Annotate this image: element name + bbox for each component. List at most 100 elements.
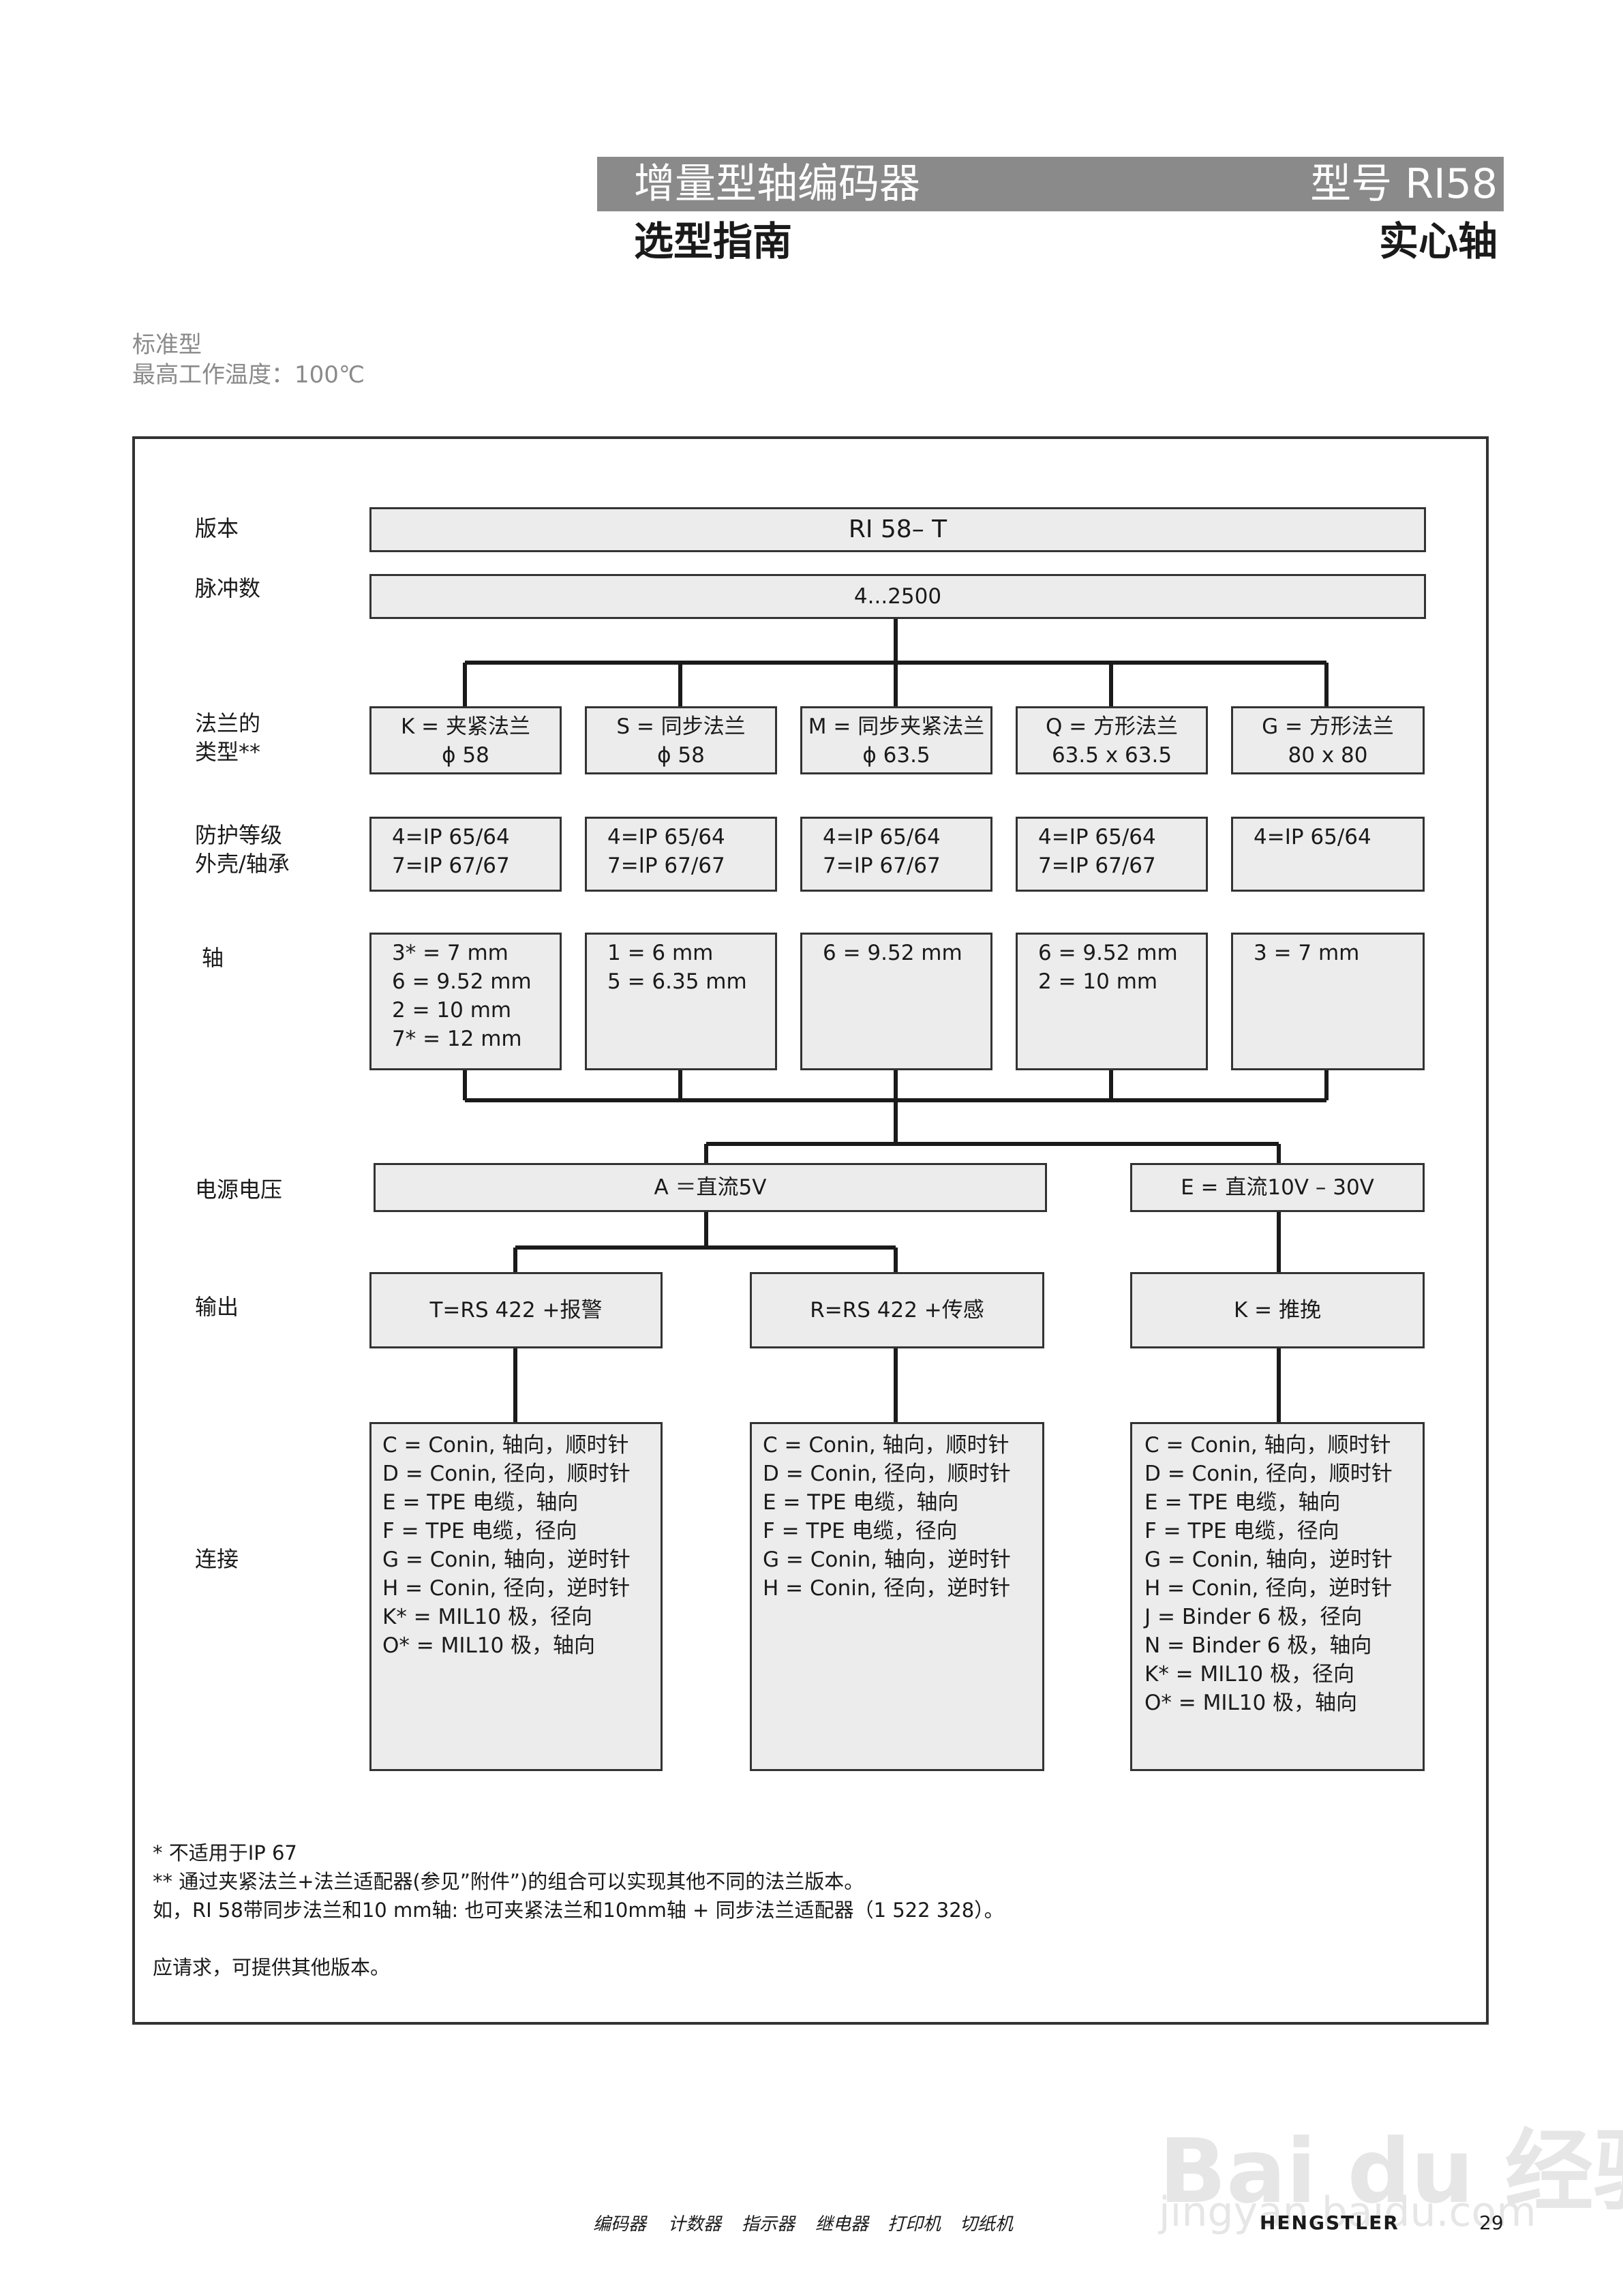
intro-standard: 标准型 — [132, 331, 202, 359]
protection-3-line1: 4=IP 65/64 — [823, 825, 941, 849]
pulses-value: 4...2500 — [853, 584, 942, 609]
connection-1-line2: D = Conin, 径向，顺时针 — [382, 1462, 631, 1486]
connection-1-line8: O* = MIL10 极，轴向 — [382, 1633, 596, 1658]
label-flange-2: 类型** — [195, 739, 261, 765]
shaft-box-2: 1 = 6 mm 5 = 6.35 mm — [585, 933, 777, 1070]
protection-5-line1: 4=IP 65/64 — [1254, 825, 1371, 849]
note-ip67: * 不适用于IP 67 — [153, 1841, 297, 1864]
protection-box-2: 4=IP 65/64 7=IP 67/67 — [585, 817, 777, 892]
version-box: RI 58– T — [369, 507, 1426, 552]
flange-g-size: 80 x 80 — [1288, 743, 1368, 768]
footer-product-1: 编码器 — [593, 2214, 647, 2235]
note-example: 如，RI 58带同步法兰和10 mm轴: 也可夹紧法兰和10mm轴 + 同步法兰… — [153, 1899, 1004, 1922]
flange-g-name: G = 方形法兰 — [1262, 714, 1394, 739]
connection-2-line3: E = TPE 电缆，轴向 — [763, 1490, 959, 1515]
label-version: 版本 — [195, 515, 239, 541]
flange-k-name: K = 夹紧法兰 — [400, 714, 530, 739]
protection-2-line2: 7=IP 67/67 — [607, 854, 725, 878]
flange-box-s: S = 同步法兰 ϕ 58 — [585, 706, 777, 774]
protection-4-line2: 7=IP 67/67 — [1038, 854, 1156, 878]
footer-product-4: 继电器 — [815, 2214, 869, 2235]
output-k-value: K = 推挽 — [1233, 1298, 1321, 1323]
protection-box-4: 4=IP 65/64 7=IP 67/67 — [1016, 817, 1208, 892]
baidu-watermark-logo: Bai du 经验 — [1159, 2119, 1623, 2223]
shaft-4-line2: 2 = 10 mm — [1038, 969, 1158, 994]
label-connection: 连接 — [195, 1546, 239, 1572]
connection-2-line2: D = Conin, 径向，顺时针 — [763, 1462, 1011, 1486]
label-protection-1: 防护等级 — [195, 822, 283, 848]
connection-3-line2: D = Conin, 径向，顺时针 — [1144, 1462, 1393, 1486]
shaft-box-5: 3 = 7 mm — [1231, 933, 1425, 1070]
connection-3-line9: K* = MIL10 极，径向 — [1144, 1662, 1354, 1687]
label-output: 输出 — [195, 1294, 239, 1320]
connection-box-3: C = Conin, 轴向，顺时针 D = Conin, 径向，顺时针 E = … — [1130, 1422, 1425, 1771]
label-shaft: 轴 — [202, 945, 224, 971]
connection-3-line4: F = TPE 电缆，径向 — [1144, 1519, 1339, 1543]
protection-box-3: 4=IP 65/64 7=IP 67/67 — [800, 817, 992, 892]
connection-box-1: C = Conin, 轴向，顺时针 D = Conin, 径向，顺时针 E = … — [369, 1422, 663, 1771]
connection-3-line6: H = Conin, 径向，逆时针 — [1144, 1576, 1393, 1601]
pulses-box: 4...2500 — [369, 574, 1426, 619]
flange-box-q: Q = 方形法兰 63.5 x 63.5 — [1016, 706, 1208, 774]
footer-product-5: 打印机 — [888, 2214, 941, 2235]
protection-1-line1: 4=IP 65/64 — [392, 825, 510, 849]
label-flange-1: 法兰的 — [195, 710, 261, 736]
shaft-1-line2: 6 = 9.52 mm — [392, 969, 532, 994]
output-r-value: R=RS 422 +传感 — [810, 1298, 984, 1323]
protection-box-5: 4=IP 65/64 — [1231, 817, 1425, 892]
connection-box-2: C = Conin, 轴向，顺时针 D = Conin, 径向，顺时针 E = … — [750, 1422, 1044, 1771]
label-pulses: 脉冲数 — [195, 575, 261, 601]
connection-1-line3: E = TPE 电缆，轴向 — [382, 1490, 579, 1515]
footer-product-2: 计数器 — [668, 2214, 722, 2235]
flange-s-name: S = 同步法兰 — [616, 714, 746, 739]
shaft-2-line2: 5 = 6.35 mm — [607, 969, 747, 994]
connection-3-line7: J = Binder 6 极，径向 — [1144, 1605, 1363, 1629]
connection-2-line1: C = Conin, 轴向，顺时针 — [763, 1433, 1010, 1457]
connection-3-line5: G = Conin, 轴向，逆时针 — [1144, 1547, 1393, 1572]
protection-3-line2: 7=IP 67/67 — [823, 854, 941, 878]
page-title: 增量型轴编码器 — [634, 160, 920, 208]
flange-s-size: ϕ 58 — [657, 743, 705, 768]
shaft-1-line1: 3* = 7 mm — [392, 941, 509, 965]
note-other-versions: 应请求，可提供其他版本。 — [153, 1956, 391, 1979]
shaft-1-line3: 2 = 10 mm — [392, 998, 512, 1023]
footer-product-6: 切纸机 — [960, 2214, 1014, 2235]
brand-logo: HENGSTLER — [1260, 2211, 1399, 2234]
connection-1-line6: H = Conin, 径向，逆时针 — [382, 1576, 631, 1601]
output-box-r: R=RS 422 +传感 — [750, 1272, 1044, 1348]
connection-1-line1: C = Conin, 轴向，顺时针 — [382, 1433, 629, 1457]
connection-2-line6: H = Conin, 径向，逆时针 — [763, 1576, 1011, 1601]
shaft-box-3: 6 = 9.52 mm — [800, 933, 992, 1070]
connection-1-line5: G = Conin, 轴向，逆时针 — [382, 1547, 631, 1572]
connection-3-line8: N = Binder 6 极，轴向 — [1144, 1633, 1372, 1658]
connection-3-line10: O* = MIL10 极，轴向 — [1144, 1691, 1358, 1715]
shaft-5-line1: 3 = 7 mm — [1254, 941, 1360, 965]
connection-1-line4: F = TPE 电缆，径向 — [382, 1519, 577, 1543]
connection-1-line7: K* = MIL10 极，径向 — [382, 1605, 592, 1629]
protection-4-line1: 4=IP 65/64 — [1038, 825, 1156, 849]
flange-q-size: 63.5 x 63.5 — [1051, 743, 1172, 768]
connection-2-line4: F = TPE 电缆，径向 — [763, 1519, 958, 1543]
output-box-k: K = 推挽 — [1130, 1272, 1425, 1348]
page-number: 29 — [1479, 2211, 1504, 2234]
output-box-t: T=RS 422 +报警 — [369, 1272, 663, 1348]
protection-box-1: 4=IP 65/64 7=IP 67/67 — [369, 817, 562, 892]
flange-m-size: ϕ 63.5 — [862, 743, 930, 768]
selection-guide-frame — [132, 436, 1489, 2025]
page-subtitle: 选型指南 — [634, 218, 793, 265]
model-label: 型号 RI58 — [1310, 160, 1498, 208]
protection-1-line2: 7=IP 67/67 — [392, 854, 510, 878]
protection-2-line1: 4=IP 65/64 — [607, 825, 725, 849]
connection-2-line5: G = Conin, 轴向，逆时针 — [763, 1547, 1011, 1572]
footer-product-3: 指示器 — [742, 2214, 795, 2235]
intro-max-temp: 最高工作温度：100℃ — [132, 361, 365, 389]
flange-box-m: M = 同步夹紧法兰 ϕ 63.5 — [800, 706, 992, 774]
shaft-type-label: 实心轴 — [1378, 218, 1498, 265]
voltage-a-value: A ＝直流5V — [654, 1175, 767, 1200]
note-flange-adapter: ** 通过夹紧法兰+法兰适配器(参见”附件”)的组合可以实现其他不同的法兰版本。 — [153, 1870, 864, 1893]
version-value: RI 58– T — [848, 515, 947, 543]
connection-3-line1: C = Conin, 轴向，顺时针 — [1144, 1433, 1391, 1457]
output-t-value: T=RS 422 +报警 — [429, 1298, 603, 1323]
label-protection-2: 外壳/轴承 — [195, 851, 290, 877]
flange-box-g: G = 方形法兰 80 x 80 — [1231, 706, 1425, 774]
